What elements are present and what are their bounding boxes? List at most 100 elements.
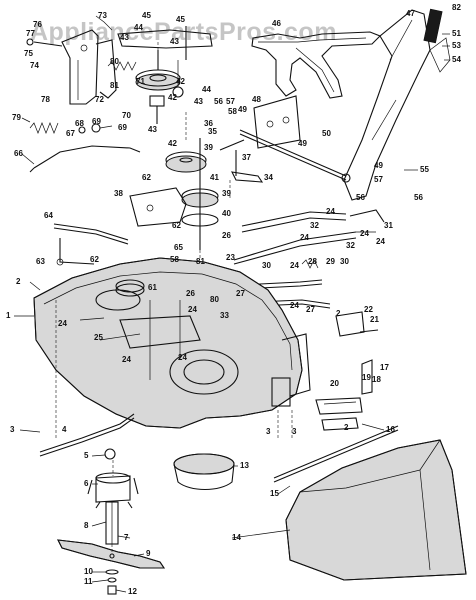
spindle-part [87,448,139,545]
rod-65-part [29,145,141,173]
callout-31: 31 [384,221,393,230]
callout-8: 8 [84,521,89,530]
callout-73: 74 [30,61,39,70]
hardware-67-part [78,123,113,134]
callout-61-c: 62 [90,255,99,264]
callout-39-a: 39 [204,143,213,152]
callout-5: 5 [84,451,89,460]
callout-37: 37 [242,153,251,162]
belt-part [251,31,381,99]
callout-43-d: 43 [148,125,157,134]
mower-blade-part [57,539,166,569]
callout-30-b: 30 [340,257,349,266]
callout-3-b: 3 [292,427,297,436]
callout-44-a: 44 [134,23,143,32]
callout-9: 9 [146,549,151,558]
callout-65: 66 [14,149,23,158]
callout-82: 82 [452,3,461,12]
callout-28: 28 [308,257,317,266]
mower-deck-part [33,257,311,429]
callout-78: 79 [12,113,21,122]
callout-27-b: 27 [306,305,315,314]
callout-60: 61 [148,283,157,292]
callout-23: 23 [226,253,235,262]
arm-34-part [219,139,264,183]
leader-lines [55,40,293,552]
callout-21: 21 [370,315,379,324]
callout-pointers [14,15,450,593]
callout-66: 67 [66,129,75,138]
callout-39-b: 39 [222,189,231,198]
callout-44-b: 44 [202,85,211,94]
callout-41: 41 [210,173,219,182]
callout-45-a: 45 [142,11,151,20]
callout-12: 12 [128,587,137,596]
idler-spring-part [107,61,137,71]
callout-61-b: 62 [172,221,181,230]
callout-35: 35 [208,127,217,136]
callout-58: 57 [226,97,235,106]
callout-67: 68 [75,119,84,128]
callout-75: 76 [33,20,42,29]
callout-24-b: 24 [360,229,369,238]
callout-55: 54 [452,55,461,64]
left-bracket-part [26,29,117,105]
rod-15-part [273,425,399,483]
callout-43-c: 43 [194,97,203,106]
callout-42-b: 42 [168,93,177,102]
callout-40: 40 [222,209,231,218]
callout-77: 78 [41,95,50,104]
callout-22: 22 [364,305,373,314]
callout-61-a: 62 [142,173,151,182]
callout-24-i: 24 [122,355,131,364]
callout-34: 34 [264,173,273,182]
callout-59: 58 [228,107,237,116]
callout-48: 48 [252,95,261,104]
callout-15: 15 [270,489,279,498]
callout-33: 33 [220,311,229,320]
callout-70: 71 [136,77,145,86]
callout-24-a: 24 [326,207,335,216]
callout-24-d: 24 [300,233,309,242]
callout-18: 18 [372,375,381,384]
callout-17: 17 [380,363,389,372]
callout-19: 19 [362,373,371,382]
deck-pulley-part [115,279,145,297]
callout-42-a: 42 [176,77,185,86]
baffle-arm-part [39,413,135,457]
callout-79: 80 [110,57,119,66]
callout-76: 77 [26,29,35,38]
callout-29: 29 [326,257,335,266]
callout-32-b: 32 [346,241,355,250]
callout-26-a: 26 [222,231,231,240]
callout-38: 38 [114,189,123,198]
callout-4: 4 [62,425,67,434]
lift-handle-part [343,8,451,201]
callout-71: 72 [95,95,104,104]
idler-arm-part [117,26,213,124]
callout-68-b: 69 [118,123,127,132]
link-rods-part [233,209,385,265]
callout-10: 10 [84,567,93,576]
pivot-bracket-part [253,95,301,149]
callout-54: 53 [452,41,461,50]
right-bracket-part [315,311,379,431]
callout-49-a: 49 [238,105,247,114]
callout-13: 13 [240,461,249,470]
callout-2-b: 2 [336,309,341,318]
callout-68: 69 [92,117,101,126]
pulley-shield-part [173,453,235,491]
callout-2-a: 2 [16,277,21,286]
callout-57-b: 56 [356,193,365,202]
callout-59-b: 58 [170,255,179,264]
discharge-chute-part [285,439,467,581]
callout-46: 46 [272,19,281,28]
callout-51: 50 [322,129,331,138]
callout-43-a: 43 [120,33,129,42]
callout-50: 49 [298,139,307,148]
left-link-part [53,223,129,266]
callout-69: 70 [122,111,131,120]
callout-72: 73 [98,11,107,20]
callout-1: 1 [6,311,11,320]
